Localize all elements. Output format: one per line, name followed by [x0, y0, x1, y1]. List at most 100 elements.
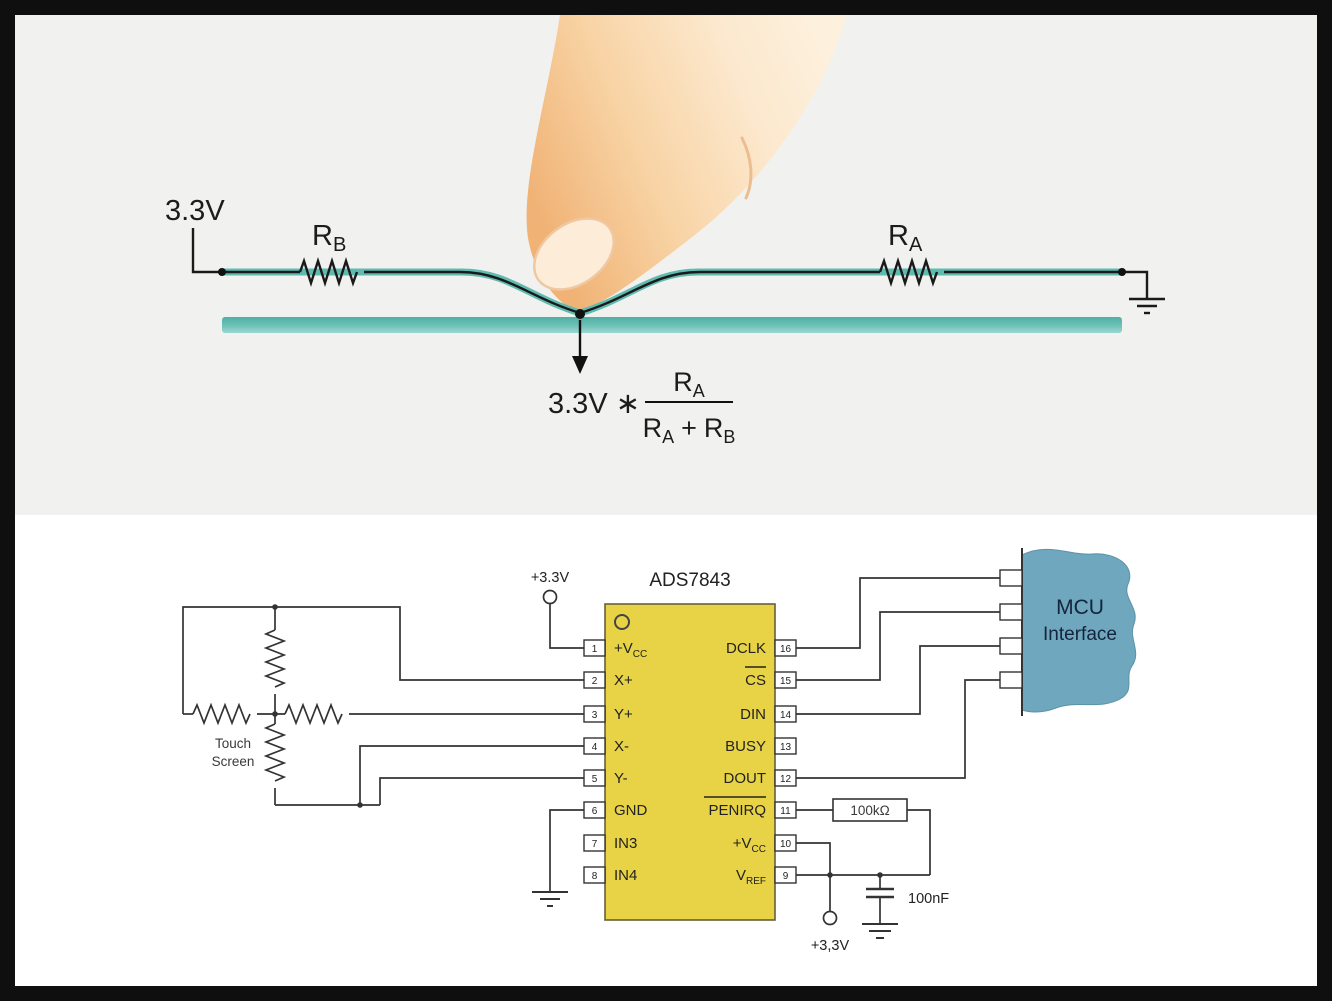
- spi-bus-wires: [796, 577, 1000, 779]
- chip-title: ADS7843: [649, 570, 730, 591]
- pin-left-2: 2 X+: [583, 671, 633, 689]
- svg-text:CS: CS: [745, 672, 766, 689]
- resistor-rb-label: RB: [312, 220, 346, 256]
- ads7843-schematic: Touch Screen +3.3V ADS7843: [182, 548, 1137, 954]
- svg-text:+VCC: +VCC: [733, 835, 766, 855]
- mcu-interface: MCU Interface: [999, 548, 1137, 716]
- mcu-label-line2: Interface: [1043, 624, 1117, 645]
- dout-wire: [796, 679, 1000, 779]
- pin-left-5: 5 Y-: [583, 769, 628, 787]
- pin-left-3: 3 Y+: [583, 705, 633, 723]
- cap-value-label: 100nF: [908, 891, 949, 907]
- svg-text:6: 6: [592, 806, 598, 817]
- touch-point-dot: [575, 309, 585, 319]
- arrowhead-icon: [572, 356, 588, 374]
- svg-text:4: 4: [592, 742, 598, 753]
- touch-model-illustration: 3.3V RB RA 3.3V ∗ RA RA+RB: [165, 15, 1165, 447]
- supply-bottom-network: +3,3V 100nF: [796, 842, 949, 954]
- touchscreen-label-line1: Touch: [215, 736, 251, 751]
- node-dot-left: [218, 268, 226, 276]
- pin1-indicator-icon: [614, 614, 630, 630]
- svg-text:2: 2: [592, 676, 598, 687]
- pin-right-10: 10 +VCC: [733, 834, 797, 855]
- svg-text:IN4: IN4: [614, 867, 637, 884]
- svg-text:Y+: Y+: [614, 706, 633, 723]
- top-circuit-wire: [191, 228, 1165, 374]
- supply-top-label: +3.3V: [531, 570, 570, 586]
- gnd-connection: [532, 809, 584, 907]
- svg-text:14: 14: [780, 710, 792, 721]
- svg-text:X+: X+: [614, 672, 633, 689]
- resistor-ra-label: RA: [888, 220, 923, 256]
- mcu-header-pin: [999, 637, 1023, 655]
- finger-illustration: [526, 15, 846, 313]
- mcu-label-line1: MCU: [1056, 596, 1104, 619]
- svg-text:GND: GND: [614, 802, 648, 819]
- svg-text:3: 3: [592, 710, 598, 721]
- pin-left-4: 4 X-: [583, 737, 629, 755]
- formula-numerator: RA: [673, 367, 705, 401]
- supply-terminal-icon: [542, 589, 558, 605]
- mcu-header-pin: [999, 671, 1023, 689]
- touch-resistor-v1: [263, 629, 287, 688]
- pin-left-1: 1 +VCC: [583, 639, 647, 660]
- svg-text:IN3: IN3: [614, 835, 637, 852]
- touchscreen-network: Touch Screen: [182, 604, 584, 808]
- resistor-ra-symbol: [878, 257, 939, 287]
- mcu-header-pin: [999, 603, 1023, 621]
- ads7843-chip: ADS7843: [604, 570, 776, 921]
- svg-text:+VCC: +VCC: [614, 640, 647, 660]
- svg-text:DCLK: DCLK: [726, 640, 766, 657]
- pin-right-9: 9 VREF: [736, 866, 797, 887]
- pin-left-8: 8 IN4: [583, 866, 637, 884]
- svg-text:15: 15: [780, 676, 792, 687]
- touch-resistor-h1: [192, 702, 251, 726]
- svg-text:BUSY: BUSY: [725, 738, 766, 755]
- svg-text:1: 1: [592, 644, 598, 655]
- touch-resistor-v2: [263, 723, 287, 782]
- svg-text:DIN: DIN: [740, 706, 766, 723]
- voltage-divider-formula: 3.3V ∗ RA RA+RB: [548, 367, 735, 447]
- svg-text:13: 13: [780, 742, 792, 753]
- mcu-blob-shape: [1021, 548, 1137, 713]
- supply-top: +3.3V: [531, 570, 584, 649]
- ground-icon: [862, 923, 898, 939]
- svg-text:12: 12: [780, 774, 792, 785]
- mcu-header-pin: [999, 569, 1023, 587]
- node-dot-right: [1118, 268, 1126, 276]
- svg-text:8: 8: [592, 871, 598, 882]
- din-wire: [796, 645, 1000, 715]
- formula-denominator: RA+RB: [643, 413, 736, 447]
- svg-text:Y-: Y-: [614, 770, 628, 787]
- touchscreen-label-line2: Screen: [212, 754, 255, 769]
- pin-right-13: 13 BUSY: [725, 737, 797, 755]
- chip-left-pins: 1 +VCC 2 X+ 3 Y+ 4 X- 5 Y-: [583, 639, 648, 884]
- chip-body: [604, 603, 776, 921]
- pin-right-16: 16 DCLK: [726, 639, 797, 657]
- decoupling-capacitor: 100nF: [862, 875, 949, 939]
- supply-terminal-icon: [822, 910, 838, 926]
- ground-icon: [1129, 297, 1165, 315]
- screen-bottom-layer: [222, 317, 1122, 333]
- svg-text:9: 9: [783, 871, 789, 882]
- chip-right-pins: 16 DCLK 15 CS 14 DIN 13 BUSY 12: [704, 639, 797, 887]
- pin-left-6: 6 GND: [583, 801, 648, 819]
- svg-text:VREF: VREF: [736, 867, 766, 887]
- pin-right-11: 11 PENIRQ: [704, 796, 797, 819]
- svg-text:DOUT: DOUT: [724, 770, 767, 787]
- svg-text:X-: X-: [614, 738, 629, 755]
- supply-voltage-label: 3.3V: [165, 195, 225, 227]
- ground-icon: [532, 891, 568, 907]
- svg-text:5: 5: [592, 774, 598, 785]
- formula-prefix: 3.3V ∗: [548, 388, 640, 420]
- pin-left-7: 7 IN3: [583, 834, 637, 852]
- touch-resistor-h2: [284, 702, 343, 726]
- svg-text:7: 7: [592, 839, 598, 850]
- svg-text:PENIRQ: PENIRQ: [708, 802, 766, 819]
- pin-right-14: 14 DIN: [740, 705, 797, 723]
- pin-right-12: 12 DOUT: [724, 769, 797, 787]
- dclk-wire: [796, 577, 1000, 649]
- supply-bottom-label: +3,3V: [811, 938, 850, 954]
